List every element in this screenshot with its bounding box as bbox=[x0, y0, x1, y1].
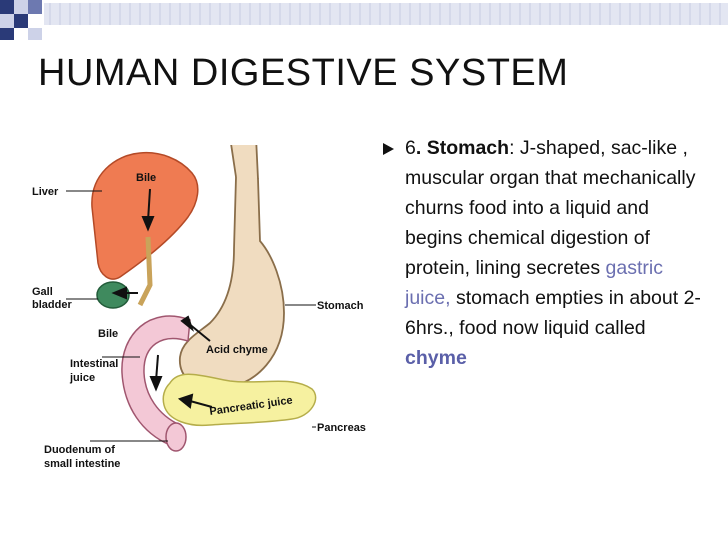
bullet-highlight: gastric juice, bbox=[405, 257, 663, 309]
bullet-text-1: : J-shaped, sac-like , muscular organ th… bbox=[405, 137, 696, 279]
bullet-number-dot: . bbox=[415, 137, 422, 159]
banner-stripe-lines bbox=[49, 3, 721, 25]
slide-title: HUMAN DIGESTIVE SYSTEM bbox=[38, 52, 569, 94]
label-stomach: Stomach bbox=[317, 300, 364, 312]
label-acid-chyme: Acid chyme bbox=[206, 344, 268, 356]
bile-duct bbox=[137, 236, 153, 307]
duodenum-opening bbox=[165, 422, 187, 452]
flow-arrows bbox=[111, 188, 213, 409]
label-duodenum-1: Duodenum of bbox=[44, 444, 115, 456]
decorative-checker-banner bbox=[0, 0, 728, 40]
label-gall-bladder-2: bladder bbox=[32, 299, 72, 311]
digestive-system-diagram: Liver Bile Gall bladder Bile Intestinal … bbox=[32, 145, 366, 470]
liver-shape bbox=[91, 151, 199, 280]
bullet-final-term: chyme bbox=[405, 347, 467, 369]
banner-stripe bbox=[44, 3, 728, 25]
esophagus-shape bbox=[230, 145, 259, 180]
label-intestinal-juice-2: juice bbox=[69, 372, 95, 384]
label-bile-top: Bile bbox=[136, 172, 156, 184]
pancreas-shape bbox=[162, 373, 317, 427]
checker-squares bbox=[0, 0, 42, 40]
label-bile-bottom: Bile bbox=[98, 328, 118, 340]
bullet-icon bbox=[383, 143, 394, 155]
bullet-item-stomach: 6. Stomach: J-shaped, sac-like , muscula… bbox=[405, 133, 701, 373]
label-gall-bladder-1: Gall bbox=[32, 286, 53, 298]
bullet-term: Stomach bbox=[421, 137, 510, 159]
bullet-number: 6 bbox=[405, 137, 416, 159]
bullet-text-2: stomach empties in about 2-6hrs., food n… bbox=[405, 287, 701, 339]
label-intestinal-juice-1: Intestinal bbox=[70, 358, 118, 370]
leader-lines bbox=[66, 190, 316, 442]
label-duodenum-2: small intestine bbox=[44, 458, 120, 470]
label-liver: Liver bbox=[32, 186, 59, 198]
gallbladder-shape bbox=[96, 281, 130, 309]
label-pancreas: Pancreas bbox=[317, 422, 366, 434]
